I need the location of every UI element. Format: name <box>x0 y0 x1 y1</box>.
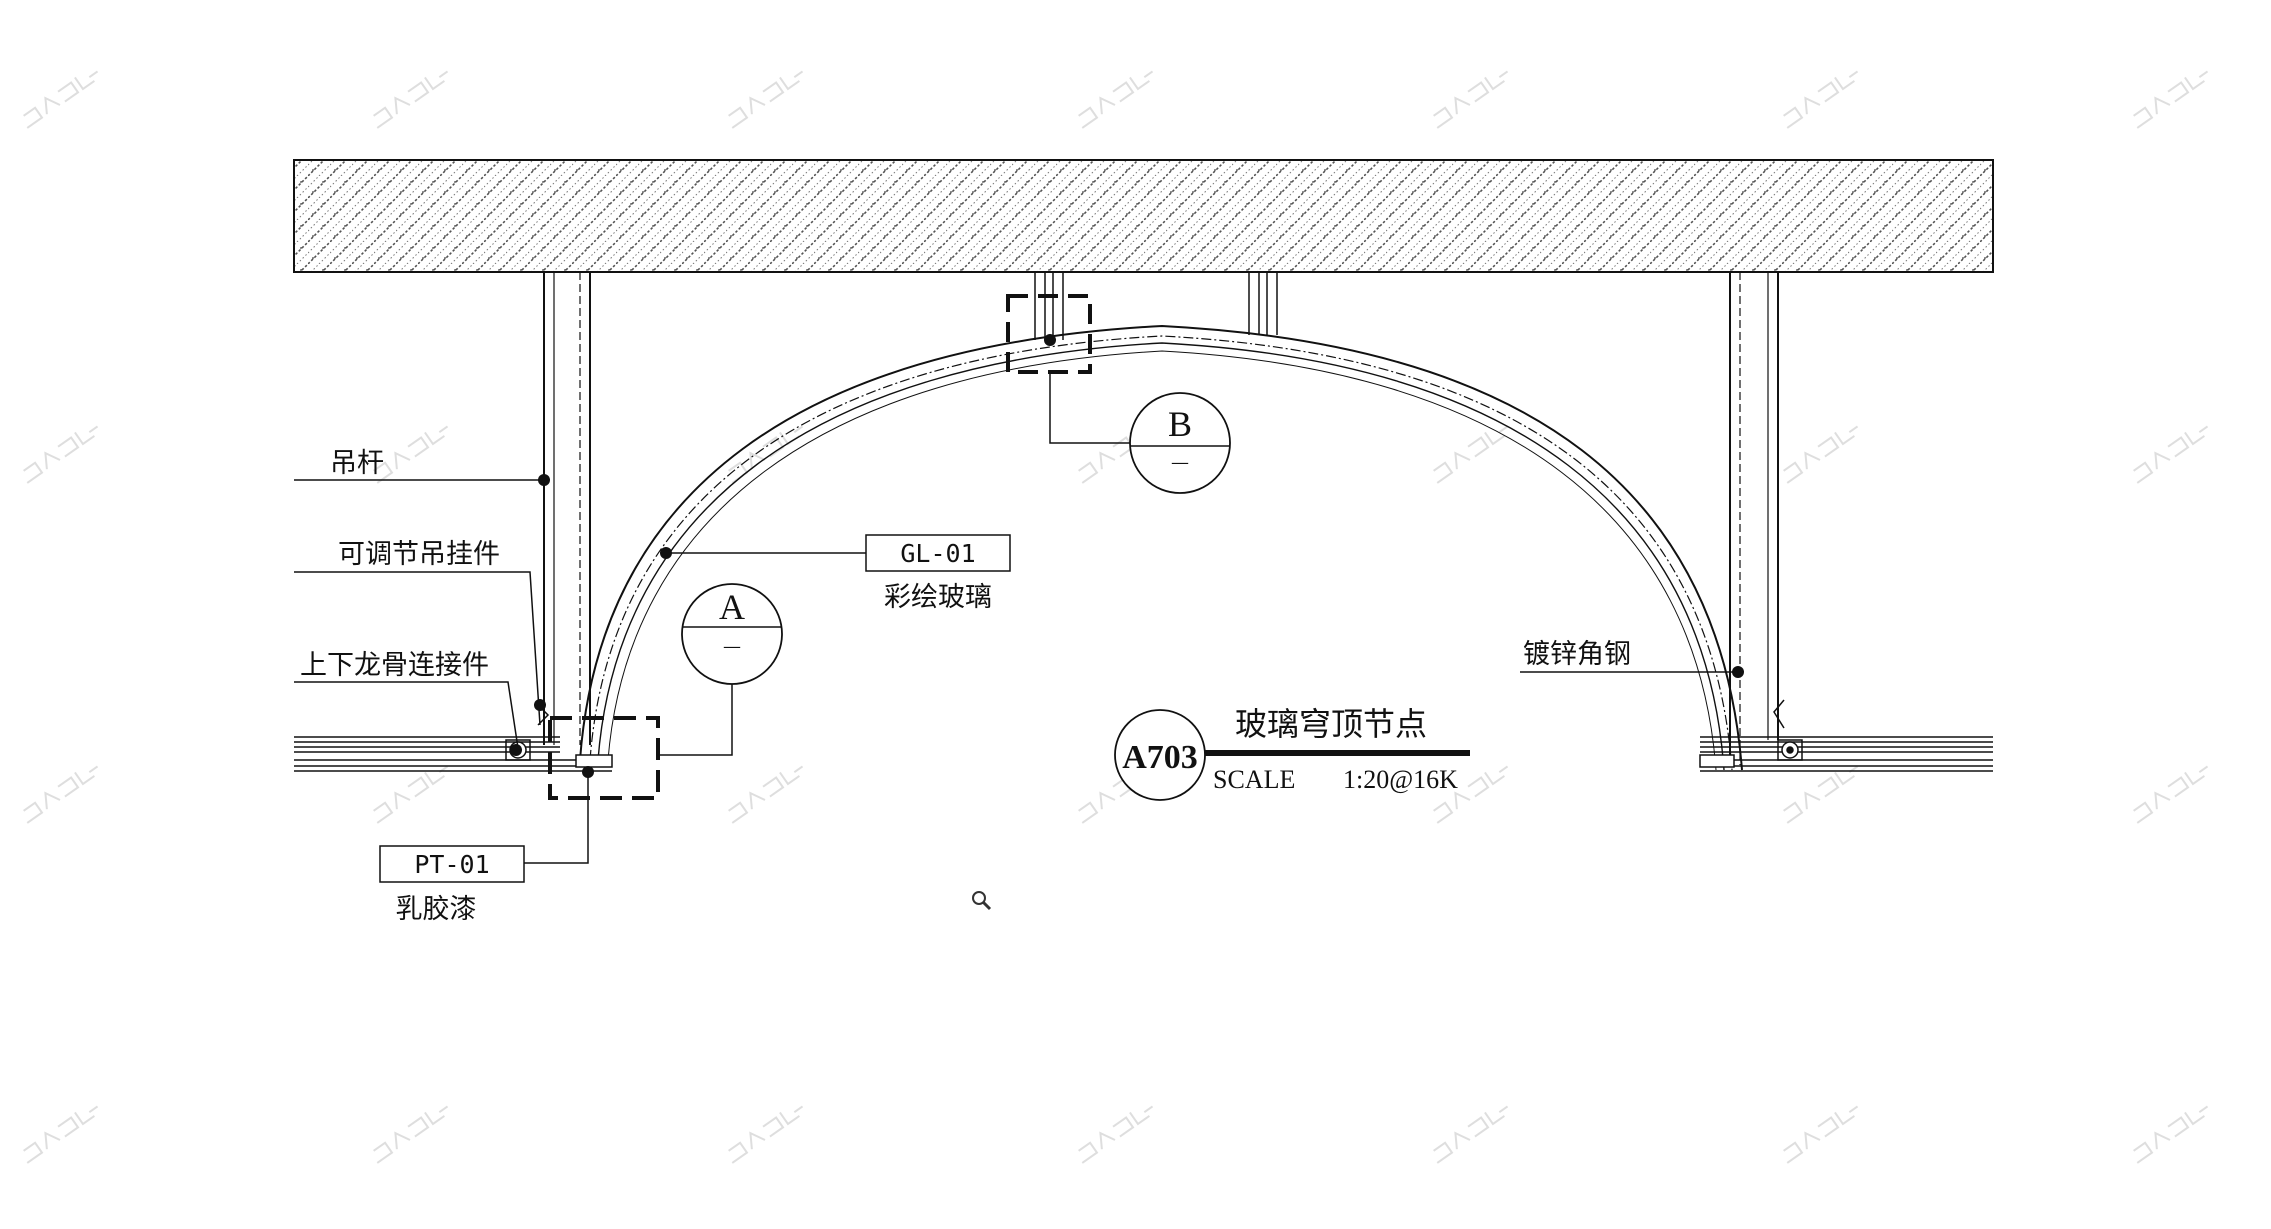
watermark-glyph <box>373 765 449 824</box>
detail-a-boundary <box>548 716 660 800</box>
watermark-glyph <box>23 765 99 824</box>
detail-bubble-a[interactable]: A — <box>681 583 783 685</box>
right-suspension-assembly <box>1726 271 1785 765</box>
keel-connector-fitting-right <box>1777 739 1803 761</box>
paint-tag-code: PT-01 <box>414 850 489 879</box>
watermark-glyph <box>1783 765 1859 824</box>
glass-tag-box <box>865 534 1011 572</box>
right-ceiling-board <box>1699 736 1993 772</box>
callout-galvanized-angle: 镀锌角钢 <box>1523 639 1631 670</box>
glass-dome-arch <box>579 324 1743 771</box>
paint-tag-name: 乳胶漆 <box>396 894 477 925</box>
detail-b-sheet: — <box>1171 452 1189 473</box>
callout-hanger-rod: 吊杆 <box>330 448 384 479</box>
watermark-glyph <box>373 1105 449 1164</box>
crown-hanger-stubs <box>1034 272 1278 340</box>
watermark-glyph <box>1078 70 1154 129</box>
watermark-glyph <box>23 425 99 484</box>
drawing-number: A703 <box>1122 739 1198 776</box>
scale-label: SCALE <box>1213 765 1295 794</box>
watermark-glyph <box>2133 765 2209 824</box>
drawing-title: 玻璃穹顶节点 <box>1235 705 1427 743</box>
leader-lines <box>294 372 1738 864</box>
watermark-glyph <box>1783 70 1859 129</box>
detail-b-boundary <box>1006 294 1092 374</box>
watermark-glyph <box>1433 1105 1509 1164</box>
glass-tag-code: GL-01 <box>900 539 975 568</box>
watermark-glyph <box>728 1105 804 1164</box>
watermark-glyph <box>1783 1105 1859 1164</box>
glass-tag-name: 彩绘玻璃 <box>884 582 992 613</box>
detail-bubble-b[interactable]: B — <box>1129 392 1231 494</box>
watermark-glyph <box>1078 1105 1154 1164</box>
detail-a-letter: A <box>719 587 745 627</box>
watermark-glyph <box>1433 70 1509 129</box>
watermark-glyph <box>373 425 449 484</box>
watermark-glyph <box>2133 70 2209 129</box>
watermark-glyph <box>728 765 804 824</box>
title-block: A703 玻璃穹顶节点 SCALE 1:20@16K <box>1114 705 1470 801</box>
watermark-glyph <box>1433 765 1509 824</box>
title-underline <box>1205 750 1470 756</box>
watermark-glyph <box>2133 1105 2209 1164</box>
leader-dots <box>510 334 1744 778</box>
watermark-glyph <box>23 70 99 129</box>
watermark-glyph <box>1433 425 1509 484</box>
watermark-glyph <box>1783 425 1859 484</box>
concrete-slab <box>293 159 1994 273</box>
detail-b-letter: B <box>1168 404 1192 444</box>
watermark-layer <box>23 70 2209 1164</box>
left-ceiling-board <box>294 736 613 772</box>
watermark-glyph <box>23 1105 99 1164</box>
callout-keel-connector: 上下龙骨连接件 <box>300 650 489 681</box>
watermark-glyph <box>728 425 804 484</box>
callout-adjustable-hanger: 可调节吊挂件 <box>338 539 500 570</box>
watermark-glyph <box>373 70 449 129</box>
paint-tag-box <box>379 845 525 883</box>
scale-value: 1:20@16K <box>1343 765 1458 794</box>
watermark-glyph <box>728 70 804 129</box>
left-suspension-assembly <box>537 271 594 745</box>
watermark-glyph <box>2133 425 2209 484</box>
detail-a-sheet: — <box>723 636 741 657</box>
magnifier-icon[interactable] <box>972 891 992 911</box>
